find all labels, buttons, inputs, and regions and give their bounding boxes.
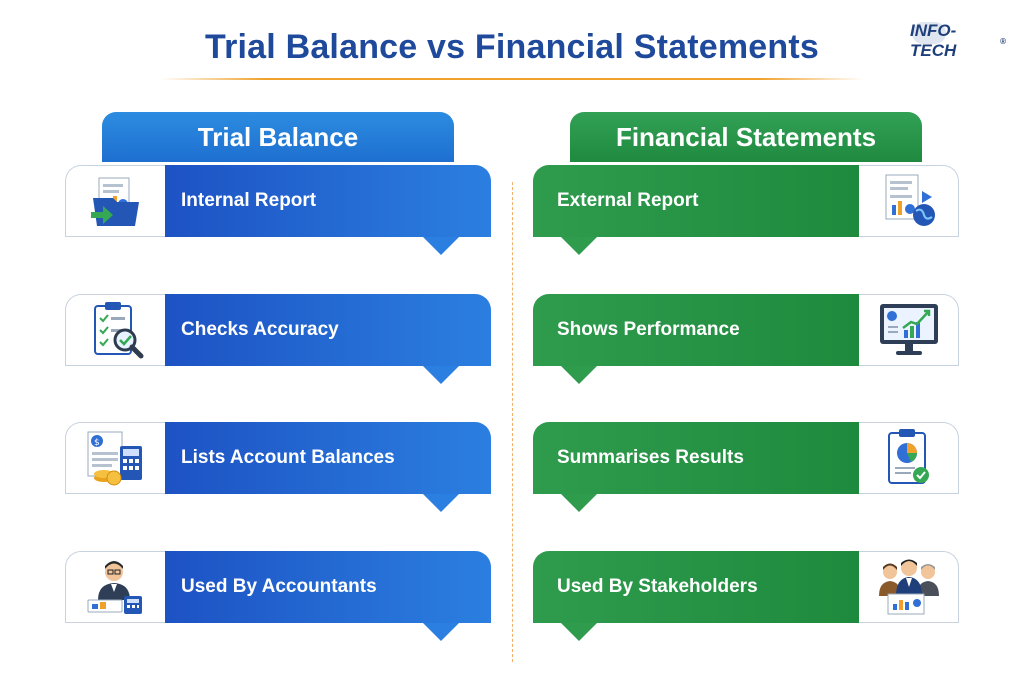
- svg-text:$: $: [94, 438, 100, 448]
- callout-pointer: [561, 623, 597, 641]
- item-bar: External Report: [533, 165, 859, 237]
- icon-cell: $: [65, 422, 165, 494]
- item-bar: Checks Accuracy: [165, 294, 491, 366]
- trial-balance-item-used-by-accountants: Used By Accountants: [65, 551, 491, 641]
- callout-pointer: [561, 366, 597, 384]
- trial-balance-item-checks-accuracy: Checks Accuracy: [65, 294, 491, 384]
- callout-pointer: [561, 494, 597, 512]
- icon-cell: [859, 551, 959, 623]
- item-bar: Used By Stakeholders: [533, 551, 859, 623]
- callout-pointer: [561, 237, 597, 255]
- icon-cell: [65, 294, 165, 366]
- financial-statements-item-shows-performance: Shows Performance: [533, 294, 959, 384]
- registered-mark: ®: [1000, 36, 1006, 46]
- item-bar: Lists Account Balances: [165, 422, 491, 494]
- logo-text: INFO-TECH: [910, 21, 957, 60]
- callout-pointer: [423, 623, 459, 641]
- folder-report-icon: [90, 177, 139, 226]
- item-bar: Used By Accountants: [165, 551, 491, 623]
- callout-pointer: [423, 237, 459, 255]
- ledger-calculator-coins-icon: $: [87, 431, 142, 486]
- stakeholders-icon: [878, 559, 939, 615]
- item-bar: Summarises Results: [533, 422, 859, 494]
- financial-statements-item-used-by-stakeholders: Used By Stakeholders: [533, 551, 959, 641]
- callout-pointer: [423, 494, 459, 512]
- item-bar: Shows Performance: [533, 294, 859, 366]
- icon-cell: [859, 165, 959, 237]
- accountant-icon: [87, 561, 142, 614]
- trial-balance-header: Trial Balance: [102, 112, 454, 162]
- financial-statements-item-summarises-results: Summarises Results: [533, 422, 959, 512]
- icon-cell: [65, 551, 165, 623]
- trial-balance-item-internal-report: Internal Report: [65, 165, 491, 255]
- column-divider: [512, 182, 513, 662]
- clipboard-magnifier-icon: [93, 302, 143, 359]
- report-globe-icon: [885, 174, 935, 226]
- icon-cell: [859, 422, 959, 494]
- financial-statements-header: Financial Statements: [570, 112, 922, 162]
- info-tech-logo: INFO-TECH ®: [910, 21, 1006, 60]
- title-underline: [160, 78, 864, 80]
- clipboard-pie-chart-icon: [887, 429, 929, 484]
- icon-cell: [859, 294, 959, 366]
- trial-balance-item-lists-account-balances: $ Lists Account Balances: [65, 422, 491, 512]
- financial-statements-item-external-report: External Report: [533, 165, 959, 255]
- icon-cell: [65, 165, 165, 237]
- page-title: Trial Balance vs Financial Statements: [205, 28, 819, 66]
- item-bar: Internal Report: [165, 165, 491, 237]
- monitor-chart-icon: [879, 304, 938, 355]
- callout-pointer: [423, 366, 459, 384]
